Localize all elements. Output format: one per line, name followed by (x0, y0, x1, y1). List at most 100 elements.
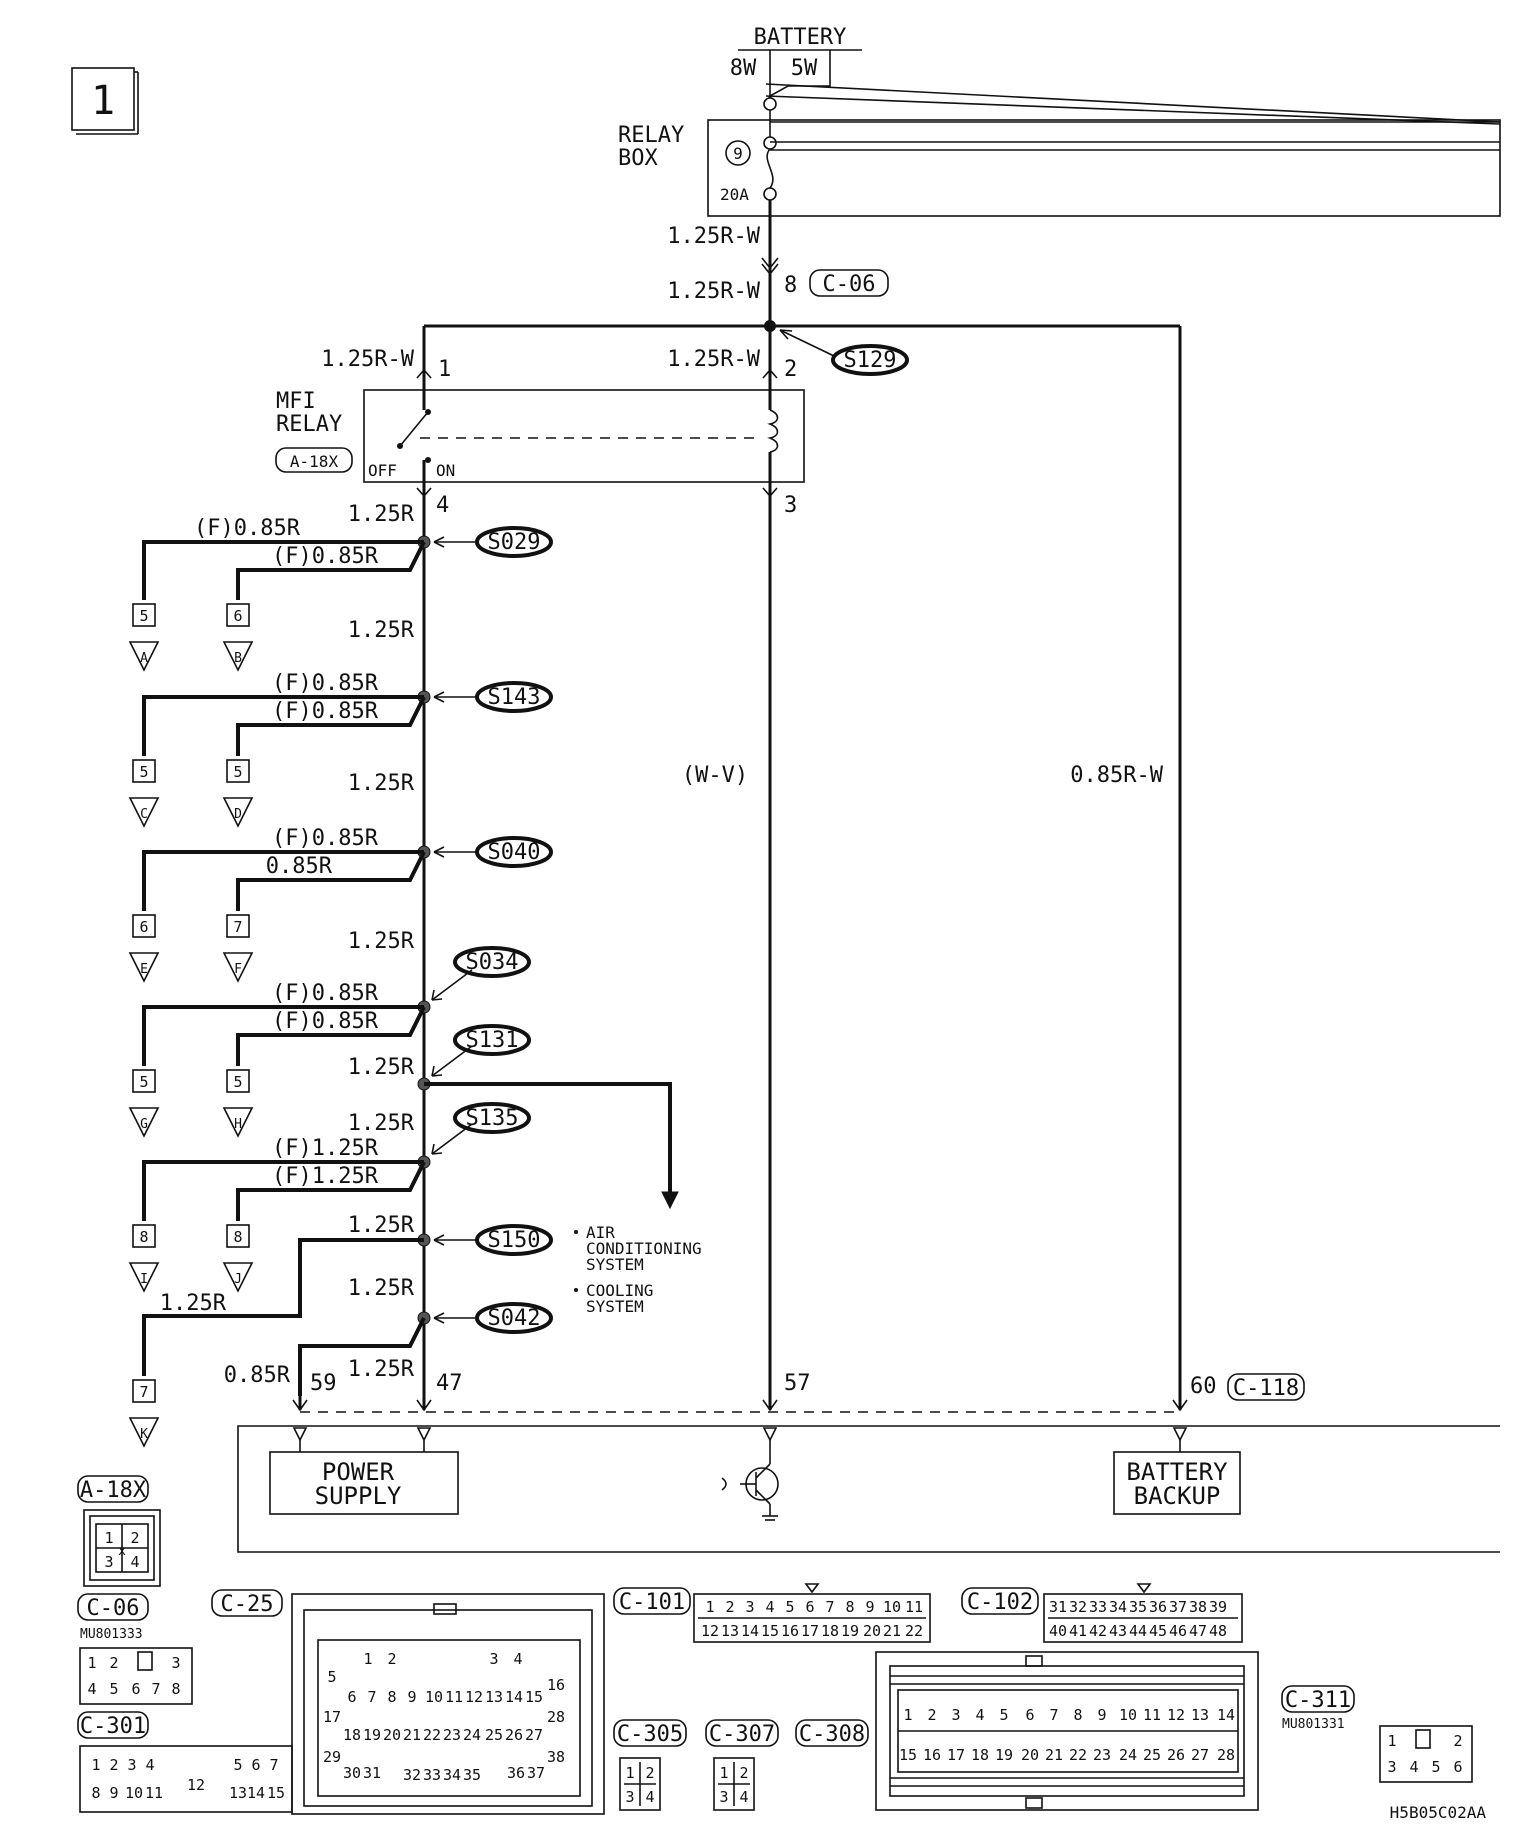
svg-text:15: 15 (761, 1622, 779, 1640)
relay-pin1: 1 (438, 357, 451, 382)
svg-text:28: 28 (547, 1708, 565, 1726)
svg-text:2: 2 (109, 1654, 118, 1672)
svg-text:3: 3 (745, 1598, 754, 1616)
svg-text:27: 27 (525, 1726, 543, 1744)
branch-ref: F (234, 962, 242, 977)
connector-label: C-101 (619, 1590, 685, 1615)
branch-pin: 5 (139, 607, 148, 625)
relay-pin4-wire: 1.25R (348, 502, 415, 527)
svg-text:33: 33 (1089, 1598, 1107, 1616)
svg-text:23: 23 (443, 1726, 461, 1744)
branch-ref: H (234, 1117, 242, 1132)
branch-ref: A (140, 651, 148, 666)
svg-text:3: 3 (489, 1650, 498, 1668)
svg-text:22: 22 (423, 1726, 441, 1744)
svg-text:10: 10 (425, 1688, 443, 1706)
branch-pin: 5 (139, 1073, 148, 1091)
svg-text:47: 47 (1189, 1622, 1207, 1640)
svg-text:23: 23 (1093, 1746, 1111, 1764)
svg-text:1: 1 (1387, 1732, 1396, 1750)
svg-text:2: 2 (739, 1764, 748, 1782)
svg-text:22: 22 (905, 1622, 923, 1640)
splice-label: S131 (466, 1028, 519, 1053)
svg-text:25: 25 (1143, 1746, 1161, 1764)
mfi-relay-label-2: RELAY (276, 412, 342, 437)
svg-text:2: 2 (109, 1756, 118, 1774)
connector-label: C-305 (617, 1722, 683, 1747)
branch-pin: 6 (139, 918, 148, 936)
splice-s131-group: S131 (417, 1024, 679, 1210)
battery-backup-label-2: BACKUP (1134, 1482, 1221, 1510)
svg-text:4: 4 (739, 1788, 748, 1806)
relay-off-label: OFF (368, 461, 397, 480)
connector-label: C-311 (1285, 1688, 1351, 1713)
svg-text:5: 5 (109, 1680, 118, 1698)
trunk-label: 1.25R (348, 1213, 415, 1238)
svg-text:3: 3 (951, 1706, 960, 1724)
svg-text:5: 5 (327, 1668, 336, 1686)
battery-wire-8w: 8W (730, 56, 757, 81)
svg-text:41: 41 (1069, 1622, 1087, 1640)
battery-backup-block (1113, 1451, 1241, 1515)
svg-text:2: 2 (1453, 1732, 1462, 1750)
power-supply-label-1: POWER (322, 1458, 395, 1486)
pin-60: 60 (1190, 1374, 1217, 1399)
branch-ref: G (140, 1117, 148, 1132)
svg-text:31: 31 (363, 1764, 381, 1782)
mid-wire-label: (W-V) (682, 763, 748, 788)
svg-text:26: 26 (1167, 1746, 1185, 1764)
fuse-rating: 20A (720, 185, 749, 204)
connector-label: C-308 (799, 1722, 865, 1747)
svg-text:22: 22 (1069, 1746, 1087, 1764)
svg-text:27: 27 (1191, 1746, 1209, 1764)
branch-pin: 5 (233, 1073, 242, 1091)
main-feed-pin: 8 (784, 273, 797, 298)
svg-text:6: 6 (1025, 1706, 1034, 1724)
svg-text:16: 16 (781, 1622, 799, 1640)
svg-text:8: 8 (1073, 1706, 1082, 1724)
svg-text:7: 7 (151, 1680, 160, 1698)
splice-label: S135 (466, 1106, 519, 1131)
svg-text:1: 1 (705, 1598, 714, 1616)
fuse-symbol (766, 148, 774, 189)
svg-text:15: 15 (899, 1746, 917, 1764)
svg-text:12: 12 (187, 1776, 205, 1794)
note-text: COOLING (586, 1281, 653, 1300)
battery-backup-label-1: BATTERY (1126, 1458, 1228, 1486)
svg-text:4: 4 (765, 1598, 774, 1616)
svg-text:2: 2 (130, 1529, 139, 1547)
svg-text:4: 4 (145, 1756, 154, 1774)
pin-57: 57 (784, 1371, 811, 1396)
svg-text:48: 48 (1209, 1622, 1227, 1640)
transistor-icon (721, 1440, 779, 1521)
mfi-relay: MFI RELAY A-18X OFF ON (275, 389, 805, 483)
connector-a18x-face: A-18X 1 2 3 4 x (77, 1475, 161, 1587)
svg-text:12: 12 (701, 1622, 719, 1640)
svg-text:2: 2 (645, 1764, 654, 1782)
svg-text:18: 18 (343, 1726, 361, 1744)
svg-text:11: 11 (145, 1784, 163, 1802)
svg-text:5: 5 (785, 1598, 794, 1616)
branch-wire-label: (F)0.85R (272, 1009, 379, 1034)
branch-wire-label: (F)0.85R (272, 544, 379, 569)
svg-text:43: 43 (1109, 1622, 1127, 1640)
svg-text:20: 20 (863, 1622, 881, 1640)
svg-text:11: 11 (905, 1598, 923, 1616)
svg-text:3: 3 (1387, 1758, 1396, 1776)
relay-pin3: 3 (784, 493, 797, 518)
relay-coil (767, 409, 779, 453)
power-supply-block (269, 1451, 459, 1515)
svg-text:8: 8 (845, 1598, 854, 1616)
svg-text:34: 34 (443, 1766, 461, 1784)
branch-group-s034: (F)0.85R (F)0.85R 5 5 G H S034 (128, 946, 531, 1138)
splice-s150-group: 1.25R 7 K S150 (128, 1224, 553, 1448)
svg-text:18: 18 (821, 1622, 839, 1640)
svg-text:35: 35 (1129, 1598, 1147, 1616)
connector-label: A-18X (80, 1478, 147, 1503)
svg-text:4: 4 (130, 1553, 139, 1571)
svg-text:19: 19 (995, 1746, 1013, 1764)
bottom-wire-125r: 1.25R (348, 1357, 415, 1382)
svg-text:2: 2 (387, 1650, 396, 1668)
branch-pin: 8 (139, 1228, 148, 1246)
splice-label: S029 (488, 530, 541, 555)
